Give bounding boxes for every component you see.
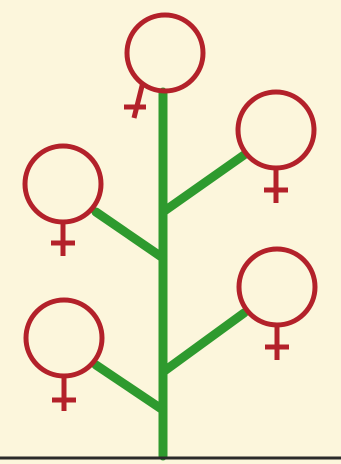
family-tree-diagram — [0, 0, 341, 464]
background — [0, 0, 341, 464]
